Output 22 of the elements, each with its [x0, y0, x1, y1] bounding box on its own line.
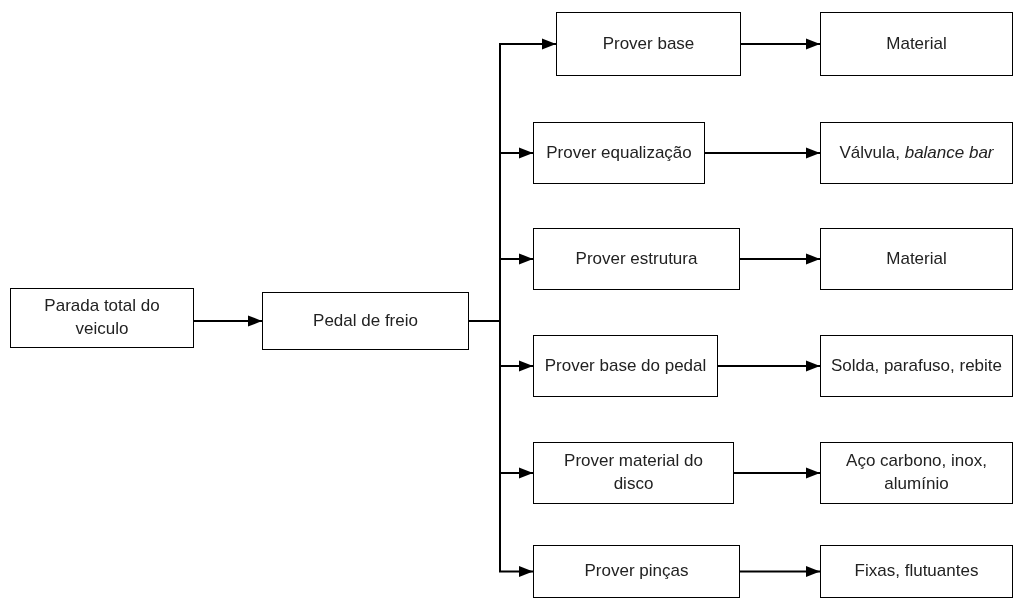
- process-box: Prover pinças: [533, 545, 740, 598]
- arrow: [468, 320, 534, 578]
- arrow: [739, 253, 821, 265]
- process-box: Fixas, flutuantes: [820, 545, 1013, 598]
- process-box: Material: [820, 12, 1013, 76]
- process-box: Válvula, balance bar: [820, 122, 1013, 184]
- process-box: Prover base do pedal: [533, 335, 718, 397]
- process-box: Solda, parafuso, rebite: [820, 335, 1013, 397]
- process-box: Aço carbono, inox, alumínio: [820, 442, 1013, 504]
- arrow: [733, 467, 821, 479]
- process-box: Parada total do veiculo: [10, 288, 194, 348]
- arrow: [739, 565, 821, 578]
- arrow: [717, 360, 821, 372]
- process-box: Prover material do disco: [533, 442, 734, 504]
- process-box: Prover base: [556, 12, 741, 76]
- arrow: [704, 147, 821, 159]
- process-box: Prover equalização: [533, 122, 705, 184]
- process-box: Pedal de freio: [262, 292, 469, 350]
- arrow: [740, 38, 821, 50]
- arrow: [193, 315, 263, 327]
- process-box: Prover estrutura: [533, 228, 740, 290]
- process-box: Material: [820, 228, 1013, 290]
